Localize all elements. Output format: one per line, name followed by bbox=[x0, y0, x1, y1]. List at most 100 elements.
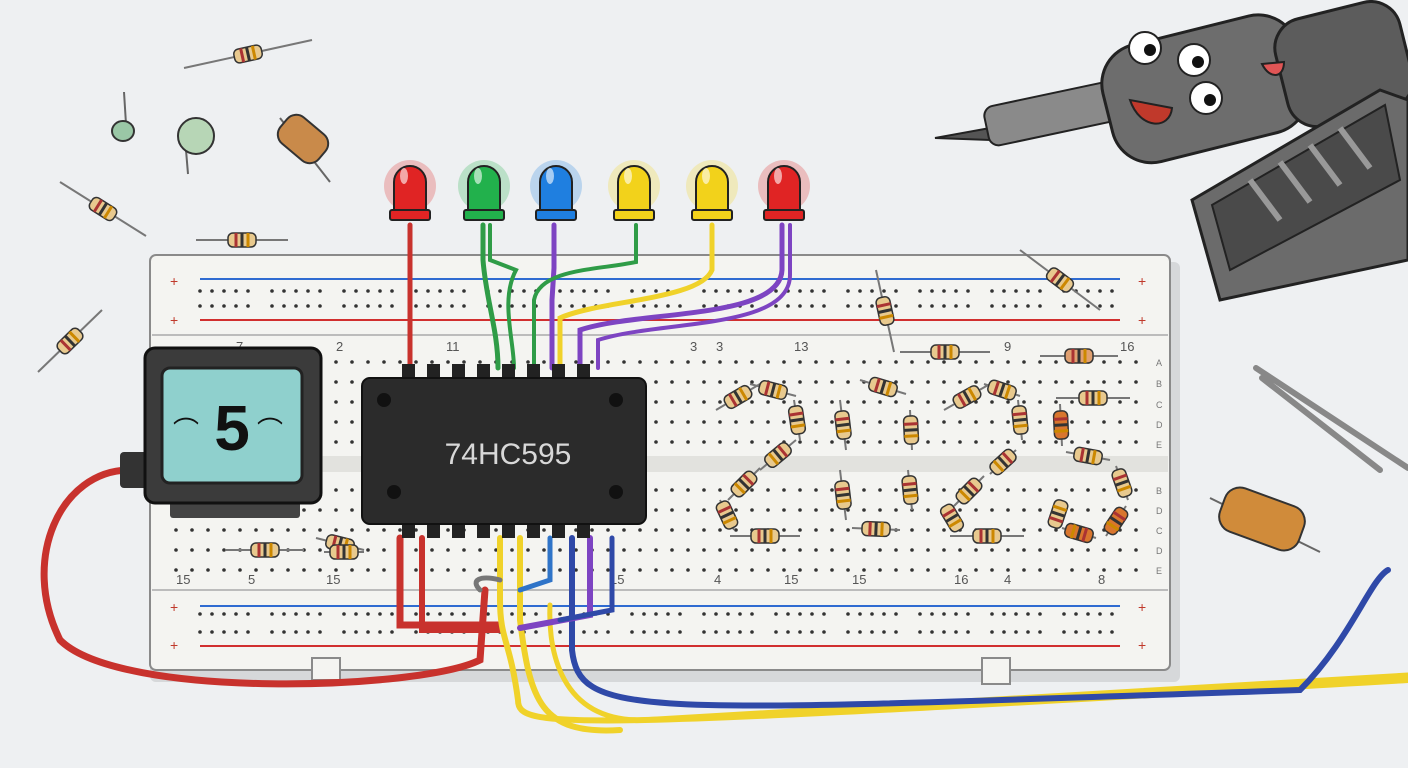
rail-hole bbox=[954, 289, 958, 293]
rail-hole bbox=[810, 289, 814, 293]
rail-hole bbox=[798, 304, 802, 308]
rail-hole bbox=[426, 612, 430, 616]
rail-hole bbox=[1062, 304, 1066, 308]
rail-hole bbox=[630, 304, 634, 308]
board-hole bbox=[1006, 360, 1010, 364]
board-hole bbox=[510, 548, 514, 552]
board-hole bbox=[878, 568, 882, 572]
resistor-band bbox=[873, 378, 881, 393]
resistor-band bbox=[997, 455, 1009, 469]
rail-hole bbox=[342, 304, 346, 308]
board-hole bbox=[174, 528, 178, 532]
board-hole bbox=[750, 548, 754, 552]
board-hole bbox=[1054, 440, 1058, 444]
rail-hole bbox=[378, 289, 382, 293]
board-hole bbox=[1102, 548, 1106, 552]
rail-hole bbox=[510, 612, 514, 616]
board-hole bbox=[750, 360, 754, 364]
board-hole bbox=[430, 360, 434, 364]
board-hole bbox=[942, 420, 946, 424]
board-hole bbox=[750, 488, 754, 492]
rail-hole bbox=[786, 304, 790, 308]
board-hole bbox=[654, 360, 658, 364]
resistor-band bbox=[269, 543, 273, 557]
led-dome bbox=[467, 165, 501, 213]
rail-hole bbox=[510, 304, 514, 308]
resistor-band bbox=[1059, 277, 1071, 291]
shift-register-chip: 74HC595 bbox=[361, 364, 647, 538]
rail-hole bbox=[498, 304, 502, 308]
resistor-band bbox=[1077, 349, 1081, 363]
board-hole bbox=[718, 400, 722, 404]
board-hole bbox=[974, 360, 978, 364]
stand-coil bbox=[1247, 126, 1373, 222]
board-hole bbox=[702, 440, 706, 444]
board-hole bbox=[1086, 420, 1090, 424]
resistor-band bbox=[1048, 516, 1064, 524]
display-digit: 5 bbox=[214, 392, 250, 464]
resistor-band bbox=[902, 487, 918, 493]
resistor-band bbox=[979, 529, 983, 543]
large-capacitor bbox=[1218, 486, 1306, 552]
rail-hole bbox=[450, 304, 454, 308]
red-wire bbox=[40, 466, 489, 688]
rail-hole bbox=[1086, 289, 1090, 293]
board-hole bbox=[478, 548, 482, 552]
board-hole bbox=[1134, 400, 1138, 404]
board-hole bbox=[686, 528, 690, 532]
rail-hole bbox=[714, 630, 718, 634]
rail-hole bbox=[798, 612, 802, 616]
rail-hole bbox=[846, 612, 850, 616]
rail-hole bbox=[570, 304, 574, 308]
resistor bbox=[859, 376, 907, 398]
rail-hole bbox=[870, 289, 874, 293]
board-hole bbox=[798, 548, 802, 552]
board-hole bbox=[1102, 508, 1106, 512]
board-hole bbox=[414, 548, 418, 552]
resistor-band bbox=[263, 543, 267, 557]
board-hole bbox=[350, 420, 354, 424]
board-hole bbox=[718, 360, 722, 364]
rail-hole bbox=[354, 612, 358, 616]
board-hole bbox=[814, 380, 818, 384]
board-hole bbox=[782, 420, 786, 424]
board-hole bbox=[1134, 548, 1138, 552]
rail-hole bbox=[342, 630, 346, 634]
resistor-band bbox=[1075, 525, 1083, 541]
resistor-band bbox=[991, 529, 995, 543]
board-hole bbox=[798, 508, 802, 512]
rail-sign: + bbox=[170, 637, 178, 653]
board-hole bbox=[782, 508, 786, 512]
board-hole bbox=[590, 360, 594, 364]
rail-sign: + bbox=[1138, 599, 1146, 615]
rail-hole bbox=[786, 612, 790, 616]
board-hole bbox=[798, 528, 802, 532]
resistor-band bbox=[1001, 451, 1014, 465]
board-hole bbox=[414, 568, 418, 572]
resistor-band bbox=[967, 387, 977, 401]
board-hole bbox=[670, 488, 674, 492]
rail-hole bbox=[438, 612, 442, 616]
resistor-band bbox=[68, 330, 81, 343]
rail-hole bbox=[774, 304, 778, 308]
rail-hole bbox=[750, 289, 754, 293]
board-hole bbox=[270, 528, 274, 532]
board-hole bbox=[686, 440, 690, 444]
board-hole bbox=[654, 508, 658, 512]
rail-hole bbox=[1062, 612, 1066, 616]
display-eye-left: ⌒ bbox=[173, 416, 199, 446]
resistor-band bbox=[103, 205, 114, 219]
rail-hole bbox=[702, 612, 706, 616]
led-highlight bbox=[624, 168, 632, 184]
board-hole bbox=[894, 508, 898, 512]
board-hole bbox=[590, 528, 594, 532]
board-hole bbox=[1006, 440, 1010, 444]
chip-notch bbox=[377, 393, 391, 407]
board-hole bbox=[830, 508, 834, 512]
resistor bbox=[939, 503, 965, 533]
row-letter: D bbox=[1156, 420, 1163, 430]
rail-hole bbox=[270, 289, 274, 293]
rail-hole bbox=[990, 630, 994, 634]
board-hole bbox=[174, 548, 178, 552]
rail-hole bbox=[1074, 612, 1078, 616]
